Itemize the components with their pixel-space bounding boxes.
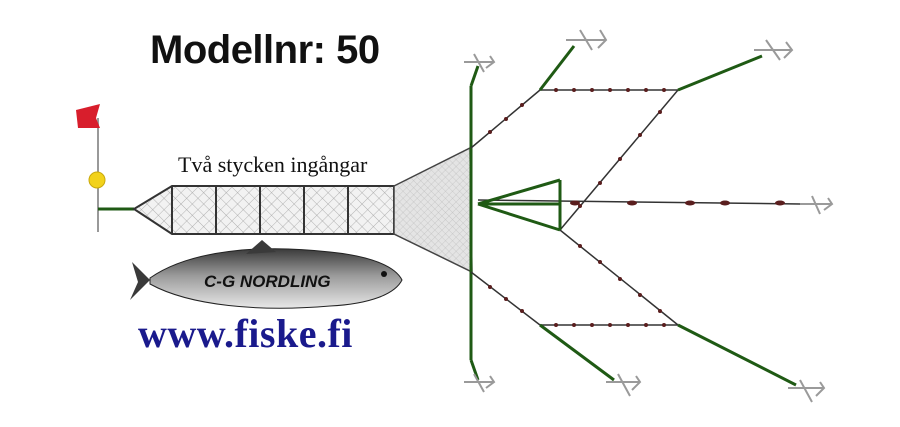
leader-triangle	[477, 178, 562, 232]
funnel-mesh	[393, 146, 473, 274]
buoy-icon	[88, 171, 106, 189]
flag-icon	[76, 104, 100, 128]
model-number-title: Modellnr: 50	[150, 28, 380, 72]
entries-label: Två stycken ingångar	[178, 152, 368, 177]
anchor-icon	[464, 29, 834, 403]
end-marker	[76, 104, 134, 232]
fish-logo-icon	[130, 240, 403, 309]
net-floats	[488, 88, 785, 327]
wing-lines	[470, 89, 801, 326]
brand-name: C-G NORDLING	[204, 272, 331, 291]
trap-body	[132, 146, 473, 274]
website-link[interactable]: www.fiske.fi	[138, 311, 353, 356]
anchor-ropes	[469, 45, 797, 387]
